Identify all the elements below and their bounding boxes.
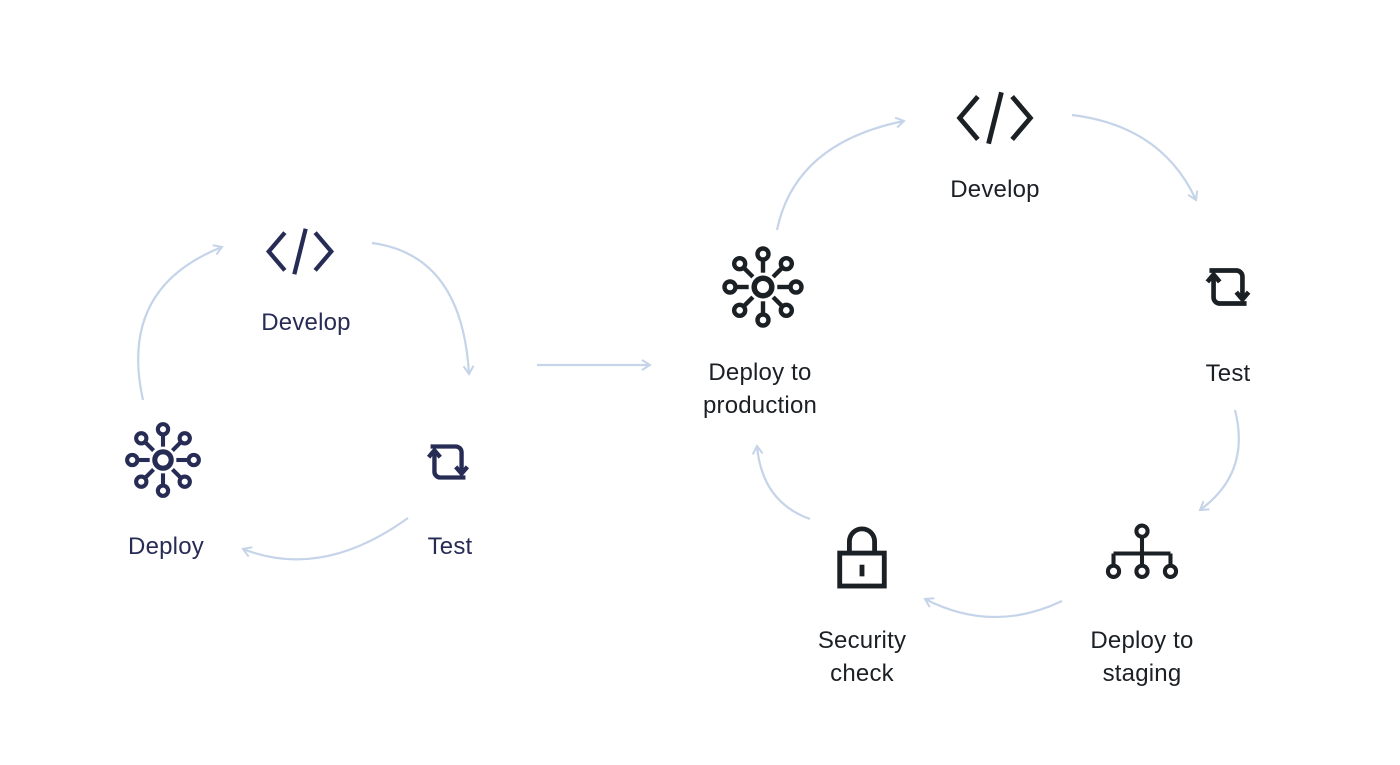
lock-icon [831,520,893,592]
right-security-label-line1: Security [817,627,907,654]
right-staging-label-line2: staging [1102,660,1182,687]
arrow-right-staging-to-security [923,597,1063,619]
loop-icon [417,431,479,493]
arrow-right-security-to-production [751,444,811,521]
loop-icon [1195,254,1261,320]
left-test-label: Test [427,533,473,560]
arrow-left-develop-to-test [371,241,475,376]
right-production-label: Deploy to production [703,356,817,422]
code-icon [952,88,1038,148]
right-production-label-line2: production [702,392,818,419]
hub-icon [122,419,204,501]
sitemap-icon [1101,523,1183,582]
right-security-label-line2: check [830,660,894,687]
left-develop-label: Develop [261,309,351,336]
arrow-left-deploy-to-develop [137,244,224,401]
arrow-right-test-to-staging [1198,409,1240,512]
right-production-label-line1: Deploy to [708,359,812,386]
left-deploy-label: Deploy [128,533,204,560]
code-icon [262,225,338,278]
right-staging-label: Deploy to staging [1090,624,1193,690]
arrow-right-develop-to-test [1071,113,1199,202]
hub-icon [719,243,807,331]
right-test-label: Test [1205,360,1251,387]
right-staging-label-line1: Deploy to [1090,627,1194,654]
arrow-left-test-to-deploy [241,517,409,561]
arrow-right-production-to-develop [775,116,906,231]
right-develop-label: Develop [950,176,1040,203]
right-security-label: Security check [818,624,906,690]
